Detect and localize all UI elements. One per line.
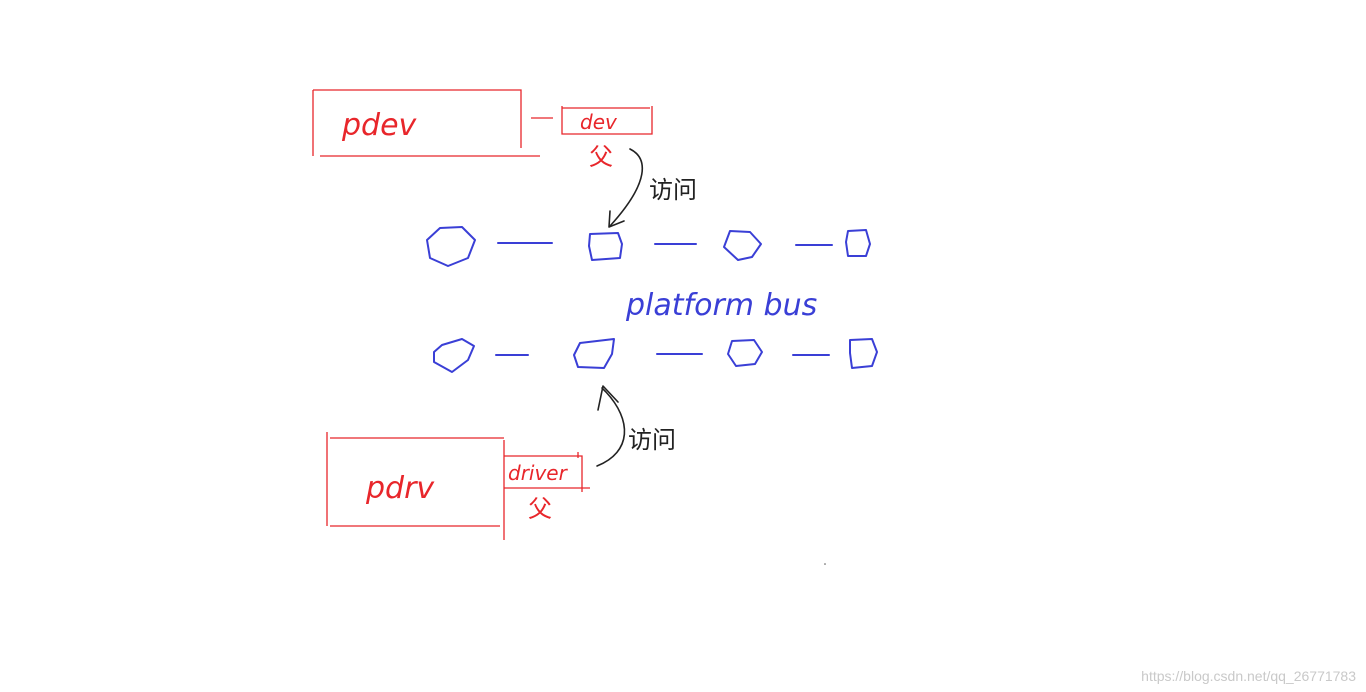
upper-node-3 — [723, 230, 762, 261]
dev-parent-glyph: 父 — [589, 143, 613, 171]
upper-arrow-head — [608, 210, 625, 228]
dev-label: dev — [580, 110, 618, 134]
upper-arrow-curve — [609, 148, 643, 227]
pdrv-label: pdrv — [365, 471, 435, 506]
pdev-block: pdev dev 父 — [312, 89, 653, 171]
lower-node-3 — [727, 339, 763, 367]
pdrv-block: pdrv driver 父 — [326, 432, 590, 540]
dev-box — [561, 106, 653, 135]
lower-arrow-label: 访问 — [628, 426, 676, 454]
lower-arrow-head — [597, 385, 619, 411]
lower-node-4 — [849, 338, 878, 369]
lower-arrow-curve — [596, 387, 626, 467]
driver-label: driver — [508, 461, 569, 485]
driver-parent-glyph: 父 — [528, 495, 552, 523]
watermark: https://blog.csdn.net/qq_26771783 — [1141, 668, 1356, 684]
stray-dot — [824, 563, 826, 565]
upper-node-1 — [426, 226, 476, 267]
lower-node-1 — [433, 338, 475, 373]
bus-label: platform bus — [625, 288, 817, 323]
upper-arrow: 访问 — [608, 148, 697, 228]
upper-arrow-label: 访问 — [649, 176, 697, 204]
lower-node-2 — [573, 338, 615, 369]
pdrv-box — [326, 432, 505, 540]
pdev-label: pdev — [341, 108, 418, 143]
upper-node-4 — [845, 229, 871, 257]
pdev-box — [312, 89, 540, 157]
driver-box — [504, 452, 590, 492]
upper-bus-row — [426, 226, 871, 267]
lower-bus-row — [433, 338, 878, 373]
lower-arrow: 访问 — [596, 385, 676, 467]
upper-node-2 — [588, 232, 623, 261]
